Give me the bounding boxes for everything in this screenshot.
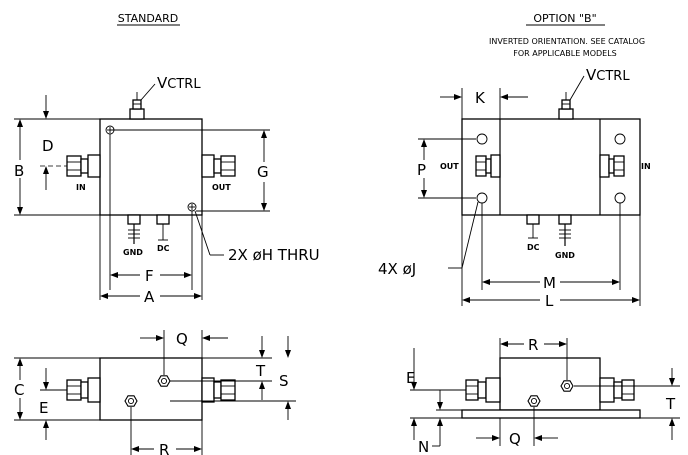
dim-t-standard: T [255, 362, 266, 380]
dim-e-standard: E [39, 399, 48, 417]
hole-callout-standard: 2X øH THRU [228, 246, 320, 264]
dim-s-standard: S [279, 372, 289, 390]
option-b-top-view: OPTION "B" INVERTED ORIENTATION. SEE CAT… [378, 12, 651, 310]
dim-q-standard: Q [176, 330, 188, 348]
hex-nut-upper-standard [157, 375, 171, 387]
standard-top-view: STANDARD VCTRL IN [14, 12, 320, 306]
in-label-standard: IN [76, 183, 86, 192]
standard-side-view: C E Q T S [14, 330, 296, 455]
dc-label-standard: DC [157, 244, 170, 253]
dim-b-standard: B [14, 162, 24, 180]
hex-nut-upper-option-b [560, 380, 574, 392]
option-b-side-view: R E N Q T [406, 336, 680, 455]
dim-n-option-b: N [418, 438, 429, 455]
option-b-subtitle-1: INVERTED ORIENTATION. SEE CATALOG [489, 37, 645, 46]
gnd-label-option-b: GND [555, 251, 575, 260]
in-label-option-b: IN [641, 162, 651, 171]
dim-r-standard: R [159, 441, 169, 455]
dim-g-standard: G [257, 163, 269, 181]
standard-body-top [99, 118, 203, 216]
dim-l-option-b: L [545, 292, 554, 310]
dim-e-option-b: E [406, 369, 415, 387]
dim-r-option-b: R [528, 336, 538, 354]
standard-body-side [99, 357, 203, 421]
vctrl-pin-option-b [558, 92, 574, 120]
option-b-body-side [499, 357, 601, 411]
hex-nut-lower-standard [124, 395, 138, 407]
out-connector-option-b [475, 154, 501, 178]
gnd-label-standard: GND [123, 248, 143, 257]
in-connector-standard [66, 154, 101, 178]
out-connector-standard [201, 154, 236, 178]
standard-title: STANDARD [118, 12, 179, 25]
option-b-title: OPTION "B" [533, 12, 596, 25]
dim-k-option-b: K [475, 89, 486, 107]
vctrl-label-option-b: VCTRL [586, 66, 630, 84]
dc-label-option-b: DC [527, 243, 540, 252]
dc-terminal-standard [156, 214, 170, 241]
hex-nut-lower-option-b [527, 395, 541, 407]
dim-p-option-b: P [417, 161, 426, 179]
in-connector-option-b [599, 154, 625, 178]
gnd-terminal-option-b [558, 214, 572, 246]
dim-q-option-b: Q [509, 430, 521, 448]
dim-t-option-b: T [665, 395, 676, 413]
option-b-subtitle-2: FOR APPLICABLE MODELS [513, 49, 617, 58]
gnd-terminal-standard [127, 214, 141, 244]
dim-m-option-b: M [543, 274, 556, 292]
dim-a-standard: A [144, 288, 155, 306]
dc-terminal-option-b [526, 214, 540, 239]
out-label-standard: OUT [212, 183, 231, 192]
dim-d-standard: D [42, 137, 54, 155]
vctrl-pin-standard [129, 92, 145, 120]
hole-callout-option-b: 4X øJ [378, 260, 416, 278]
flange-hole-left-top [476, 133, 488, 145]
flange-hole-right-top [614, 133, 626, 145]
dim-f-standard: F [145, 267, 154, 285]
out-label-option-b: OUT [440, 162, 459, 171]
dim-c-standard: C [14, 381, 24, 399]
vctrl-label-standard: VCTRL [157, 74, 201, 92]
option-b-baseplate [461, 409, 641, 419]
